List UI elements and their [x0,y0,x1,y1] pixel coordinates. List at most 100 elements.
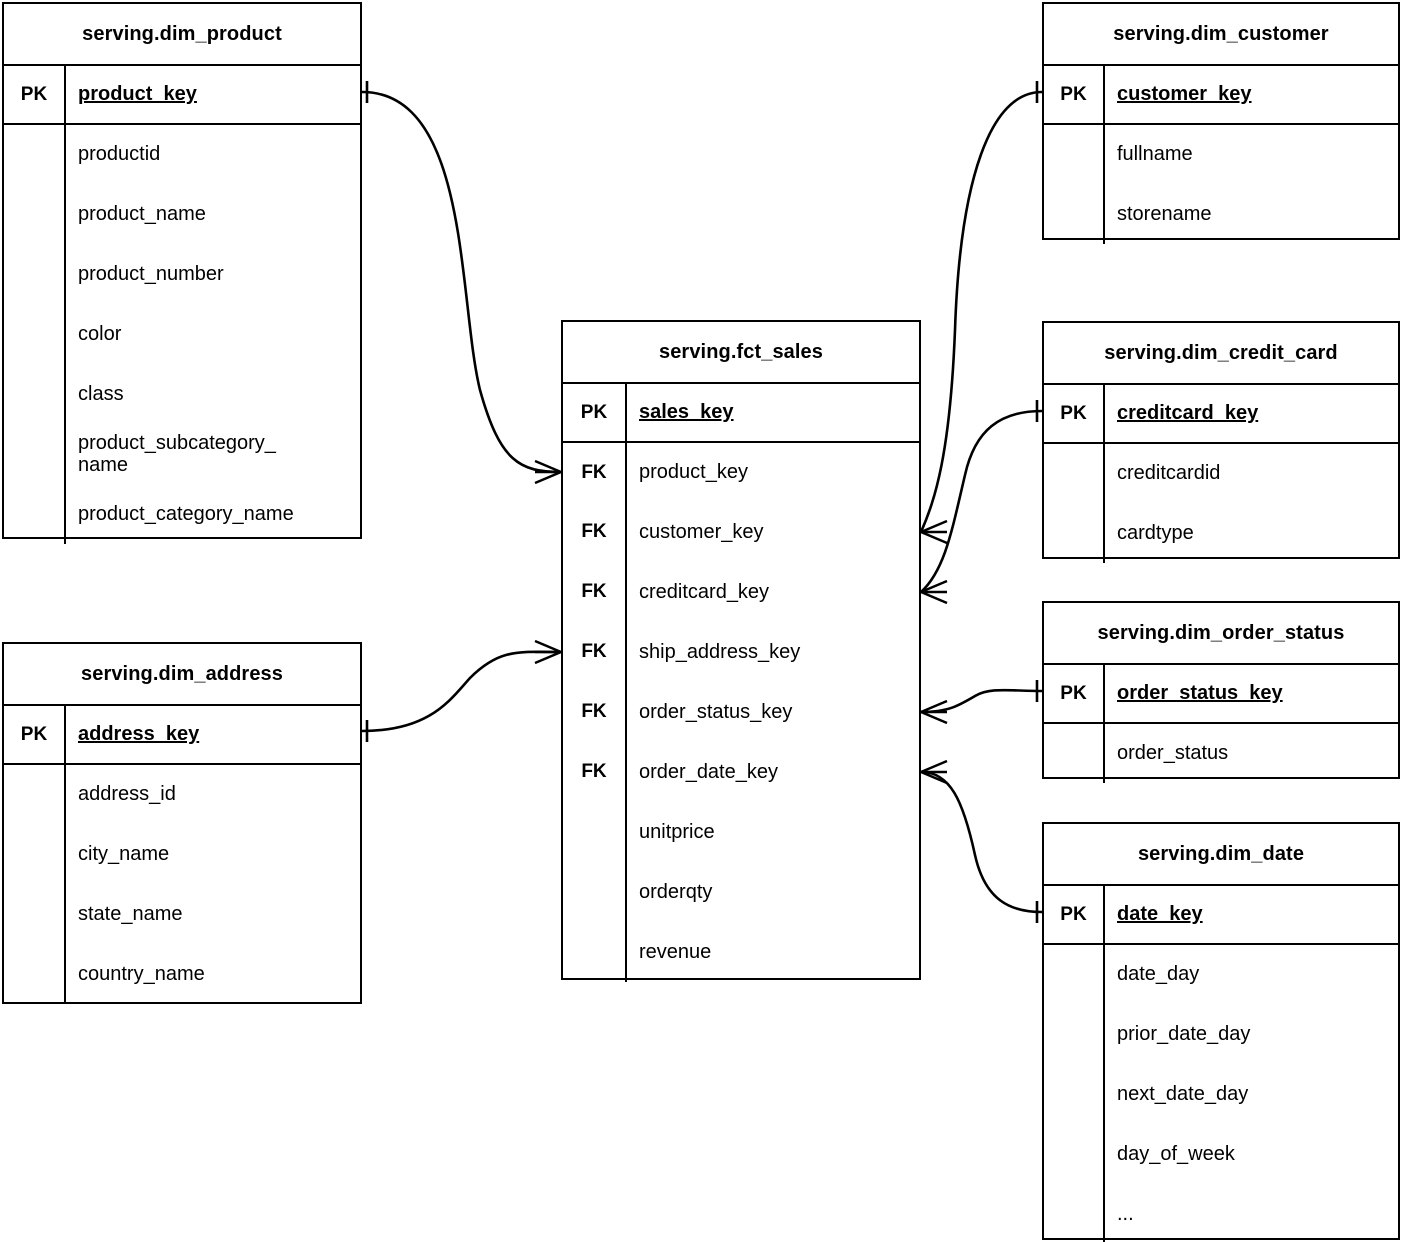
field-row[interactable]: class [4,364,360,424]
field-key-type: FK [563,742,627,802]
relationship-line [920,688,1043,714]
field-key-type: FK [563,682,627,742]
field-name: country_name [78,962,205,985]
field-row[interactable]: state_name [4,884,360,944]
field-row[interactable]: order_status [1044,723,1398,783]
field-row-fk[interactable]: FK order_status_key [563,682,919,742]
field-row[interactable]: color [4,304,360,364]
field-name: creditcardid [1117,462,1221,484]
field-key-type: PK [1044,886,1105,945]
field-name: storename [1117,202,1212,225]
entity-title: serving.dim_credit_card [1044,323,1398,385]
field-row[interactable]: creditcardid [1044,443,1398,503]
field-row[interactable]: country_name [4,944,360,1004]
field-key-type [1044,443,1105,503]
field-name: product_subcategory_name [78,431,276,476]
field-row[interactable]: product_category_name [4,484,360,544]
field-key-type [4,944,66,1004]
field-row-fk[interactable]: FK creditcard_key [563,562,919,622]
field-name: customer_key [639,520,764,543]
field-row[interactable]: productid [4,124,360,184]
relationship-line [919,90,1043,533]
field-key-type: FK [563,622,627,682]
field-key-type [1044,1064,1105,1124]
field-row-fk[interactable]: FK order_date_key [563,742,919,802]
field-name: prior_date_day [1117,1022,1251,1045]
field-name: creditcard_key [1104,385,1398,444]
field-key-type [4,364,66,424]
field-name: product_key [639,461,748,483]
field-name: unitprice [639,820,715,843]
field-row[interactable]: fullname [1044,124,1398,184]
field-key-type [4,124,66,184]
field-key-type [563,802,627,862]
relationship-line [920,770,1043,914]
field-key-type: PK [1044,66,1105,125]
entity-title: serving.dim_date [1044,824,1398,886]
field-name: day_of_week [1117,1142,1235,1165]
field-row[interactable]: storename [1044,184,1398,244]
cardinality-many-marker [920,759,948,785]
field-name: creditcard_key [639,580,770,603]
field-row[interactable]: prior_date_day [1044,1004,1398,1064]
field-name: order_date_key [639,760,778,783]
field-name: order_status [1117,742,1229,764]
field-name: cardtype [1117,521,1194,544]
field-row[interactable]: address_id [4,764,360,824]
field-key-type [1044,124,1105,184]
field-row[interactable]: product_name [4,184,360,244]
field-row[interactable]: orderqty [563,862,919,922]
entity-title: serving.dim_product [4,4,360,66]
field-key-type [4,884,66,944]
field-row[interactable]: date_day [1044,944,1398,1004]
field-name: revenue [639,940,712,963]
field-key-type [4,424,66,484]
relationship-customer-to-sales [919,81,1043,545]
field-row[interactable]: revenue [563,922,919,982]
field-name: orderqty [639,880,713,903]
field-key-type [4,824,66,884]
field-row-fk[interactable]: FK customer_key [563,502,919,562]
field-row[interactable]: cardtype [1044,503,1398,563]
field-key-type: PK [4,706,66,765]
field-row[interactable]: product_subcategory_name [4,424,360,484]
field-key-type [4,764,66,824]
field-name: order_status_key [1104,665,1398,724]
field-row[interactable]: ... [1044,1184,1398,1242]
field-name: product_category_name [78,502,294,525]
field-row[interactable]: unitprice [563,802,919,862]
field-name: ... [1117,1202,1134,1225]
relationship-address-to-sales [361,639,562,742]
field-key-type [563,862,627,922]
field-row[interactable]: city_name [4,824,360,884]
field-key-type [4,184,66,244]
field-row[interactable]: product_number [4,244,360,304]
entity-title: serving.dim_customer [1044,4,1398,66]
relationship-orderstatus-to-sales [920,680,1043,725]
field-key-type: FK [563,502,627,562]
field-key-type: FK [563,562,627,622]
relationship-line [361,90,562,474]
field-key-type: PK [1044,665,1105,724]
field-row[interactable]: day_of_week [1044,1124,1398,1184]
field-key-type [4,304,66,364]
field-row[interactable]: next_date_day [1044,1064,1398,1124]
field-name: order_status_key [639,700,793,723]
